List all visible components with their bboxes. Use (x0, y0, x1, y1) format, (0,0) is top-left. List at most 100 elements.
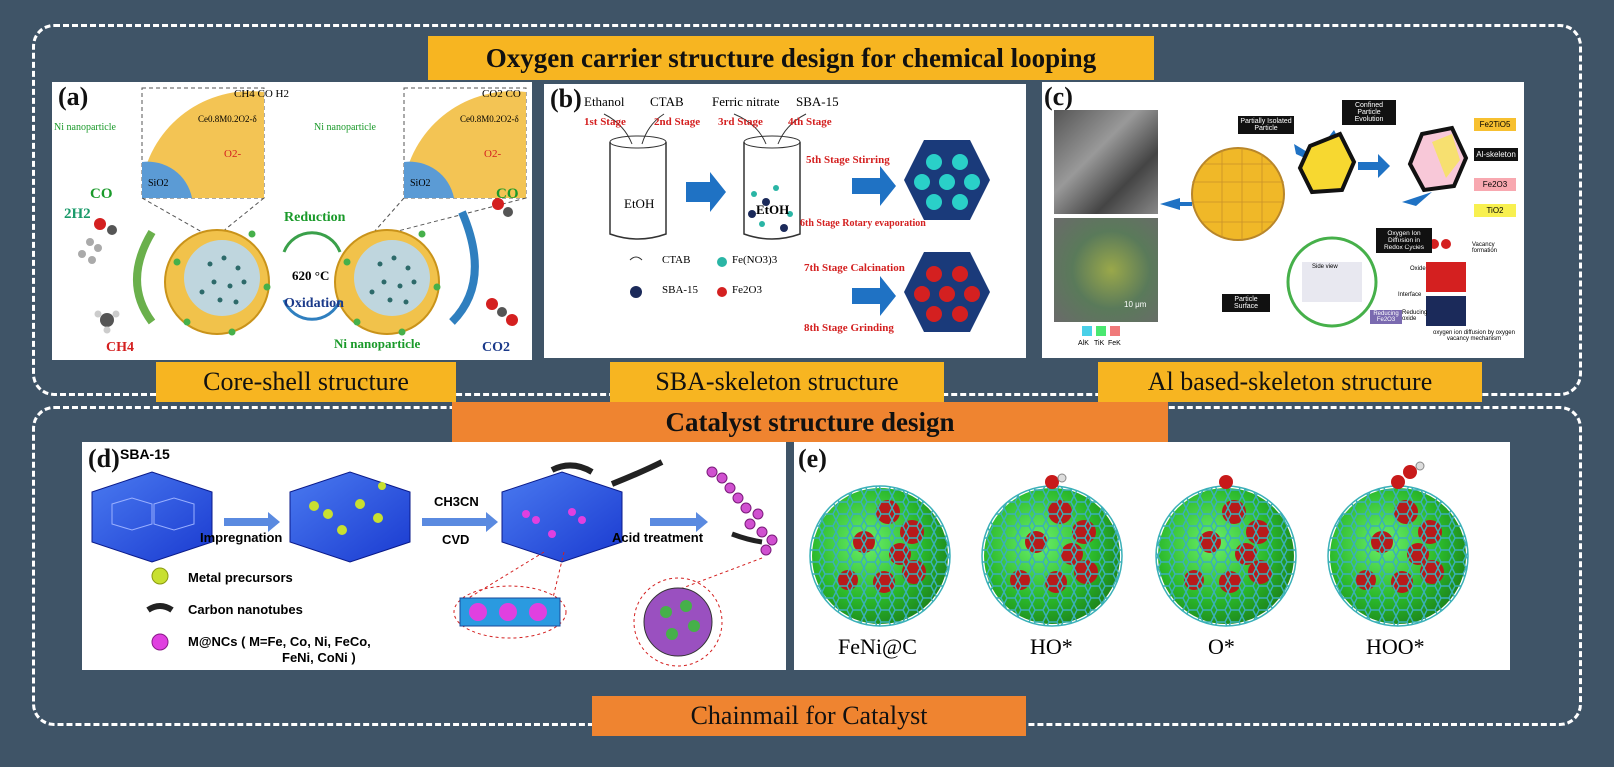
co2-label: CO2 (482, 340, 510, 355)
caption-hoo: HOO* (1366, 634, 1425, 659)
caption-o: O* (1208, 634, 1235, 659)
confined-evolution-badge: Confined Particle Evolution (1342, 100, 1396, 125)
mncs-label-line2: FeNi, CoNi ) (282, 650, 356, 665)
co-right: CO (496, 186, 519, 202)
chainmail-process-diagram (91, 459, 778, 667)
tio2-legend: TiO2 (1474, 204, 1516, 217)
co2-co: CO2 CO (482, 88, 521, 100)
panel-e-adsorption-models: (e) (794, 442, 1510, 670)
ni-label-1: Ni nanoparticle (54, 122, 116, 133)
vacancy-label: Vacancy formation (1472, 242, 1498, 254)
reduction-label: Reduction (284, 210, 346, 225)
panel-c-label: (c) (1044, 82, 1073, 111)
ferric-nitrate-label: Ferric nitrate (712, 94, 780, 109)
shell-formula-2: Ce0.8M0.2O2-δ (460, 114, 519, 124)
model-o (1155, 475, 1297, 627)
banner-catalyst: Catalyst structure design (452, 402, 1168, 442)
h2-left: 2H2 (64, 206, 91, 222)
banner-sba-skeleton: SBA-skeleton structure (610, 362, 944, 402)
ch4-co-h2: CH4 CO H2 (234, 88, 290, 100)
banner-core-shell: Core-shell structure (156, 362, 456, 402)
panel-c-al-skeleton: (c) 10 μm AlK TiK FeK Partially Isolated… (1042, 82, 1524, 358)
legend-ctab: CTAB (662, 254, 691, 266)
oxygen-label: Oxygen (1398, 242, 1419, 248)
fe-tio3-legend: Fe2TiO5 (1474, 118, 1516, 131)
interface-label: Interface (1398, 292, 1422, 298)
map-alk: AlK (1078, 340, 1089, 347)
legend-fe2o3: Fe2O3 (732, 284, 762, 296)
model-ho (981, 473, 1123, 627)
panel-a-core-shell: (a) (52, 82, 532, 360)
sba-hex-cluster-fe-nitrate (904, 140, 990, 220)
ch3cn-label: CH3CN (434, 494, 479, 509)
mncs-label-line1: M@NCs ( M=Fe, Co, Ni, FeCo, (188, 634, 371, 649)
stage2-label: 2nd Stage (654, 116, 701, 128)
fullerene-models (809, 461, 1469, 627)
oxygen-diffusion-label: oxygen ion diffusion by oxygen vacancy m… (1433, 330, 1515, 342)
stage7-label: 7th Stage Calcination (804, 262, 905, 274)
nanotube-chain (706, 466, 778, 556)
legend-fe-no3: Fe(NO3)3 (732, 254, 778, 266)
ni-label-2: Ni nanoparticle (314, 122, 376, 133)
side-view-label: Side view (1312, 264, 1338, 270)
cvd-label: CVD (442, 532, 470, 547)
model-hoo (1327, 461, 1469, 627)
panel-a-label: (a) (58, 82, 89, 111)
panel-e-label: (e) (798, 444, 827, 473)
panel-d-label: (d) (88, 444, 120, 473)
carbon-nanotubes-label: Carbon nanotubes (188, 602, 303, 617)
etoh-1: EtOH (624, 196, 655, 211)
co-left: CO (90, 186, 113, 202)
map-fek: FeK (1108, 340, 1121, 347)
core-shell-diagram (78, 87, 527, 336)
metal-precursors-label: Metal precursors (188, 570, 293, 585)
panel-b-label: (b) (550, 84, 582, 113)
eds-map-image (1054, 218, 1158, 322)
sba-process-diagram (603, 113, 896, 316)
shell-formula-1: Ce0.8M0.2O2-δ (198, 114, 257, 124)
caption-ho: HO* (1030, 634, 1073, 659)
panel-d-chainmail-synthesis: (d) SBA-15 (82, 442, 786, 670)
temperature-label: 620 °C (292, 268, 330, 283)
caption-feni-c: FeNi@C (838, 634, 917, 659)
stage1-label: 1st Stage (584, 116, 626, 128)
particle-surface-badge: Particle Surface (1222, 294, 1270, 312)
etoh-2: EtOH (756, 202, 790, 217)
banner-al-skeleton: Al based-skeleton structure (1098, 362, 1482, 402)
stage8-label: 8th Stage Grinding (804, 322, 894, 334)
model-feni-c (809, 485, 951, 627)
oxide-label: Oxide (1410, 266, 1426, 272)
al-skeleton-legend: Al-skeleton (1474, 148, 1518, 161)
acid-treatment-label: Acid treatment (612, 530, 704, 545)
hex-block-1 (91, 471, 213, 563)
banner-chainmail: Chainmail for Catalyst (592, 696, 1026, 736)
legend-sba15: SBA-15 (662, 284, 699, 296)
ethanol-label: Ethanol (584, 94, 625, 109)
sba15-title: SBA-15 (120, 446, 170, 462)
impregnation-label: Impregnation (200, 530, 283, 545)
stage3-label: 3rd Stage (718, 116, 763, 128)
reducing-fe2o3-badge: Reducing Fe2O3 (1370, 310, 1402, 324)
ctab-label: CTAB (650, 94, 684, 109)
sio2-1: SiO2 (148, 178, 169, 189)
fe2o3-legend: Fe2O3 (1474, 178, 1516, 191)
stage4-label: 4th Stage (788, 116, 832, 128)
stage5-label: 5th Stage Stirring (806, 154, 890, 166)
ch4-label: CH4 (106, 340, 134, 355)
oxygen-ion-badge: Oxygen Ion Diffusion in Redox Cycles (1376, 228, 1432, 253)
sio2-2: SiO2 (410, 178, 431, 189)
o2-1: O2- (224, 148, 242, 160)
hex-block-2 (289, 471, 411, 563)
hex-block-3 (501, 459, 664, 563)
ni-label-3: Ni nanoparticle (334, 336, 421, 351)
map-tik: TiK (1094, 340, 1105, 347)
partially-isolated-badge: Partially Isolated Particle (1238, 116, 1294, 134)
al-skeleton-diagram (1160, 125, 1469, 328)
stage6-label: 6th Stage Rotary evaporation (800, 218, 926, 229)
oxidation-label: Oxidation (284, 296, 344, 311)
panel-b-sba-skeleton: (b) Ethanol CTAB Ferric nitrate SBA-15 1… (544, 84, 1026, 358)
reducing-label: Reducing oxide (1402, 310, 1428, 322)
scale-bar-label: 10 μm (1124, 300, 1147, 309)
sba15-label: SBA-15 (796, 94, 839, 109)
map-legend (1082, 326, 1120, 336)
